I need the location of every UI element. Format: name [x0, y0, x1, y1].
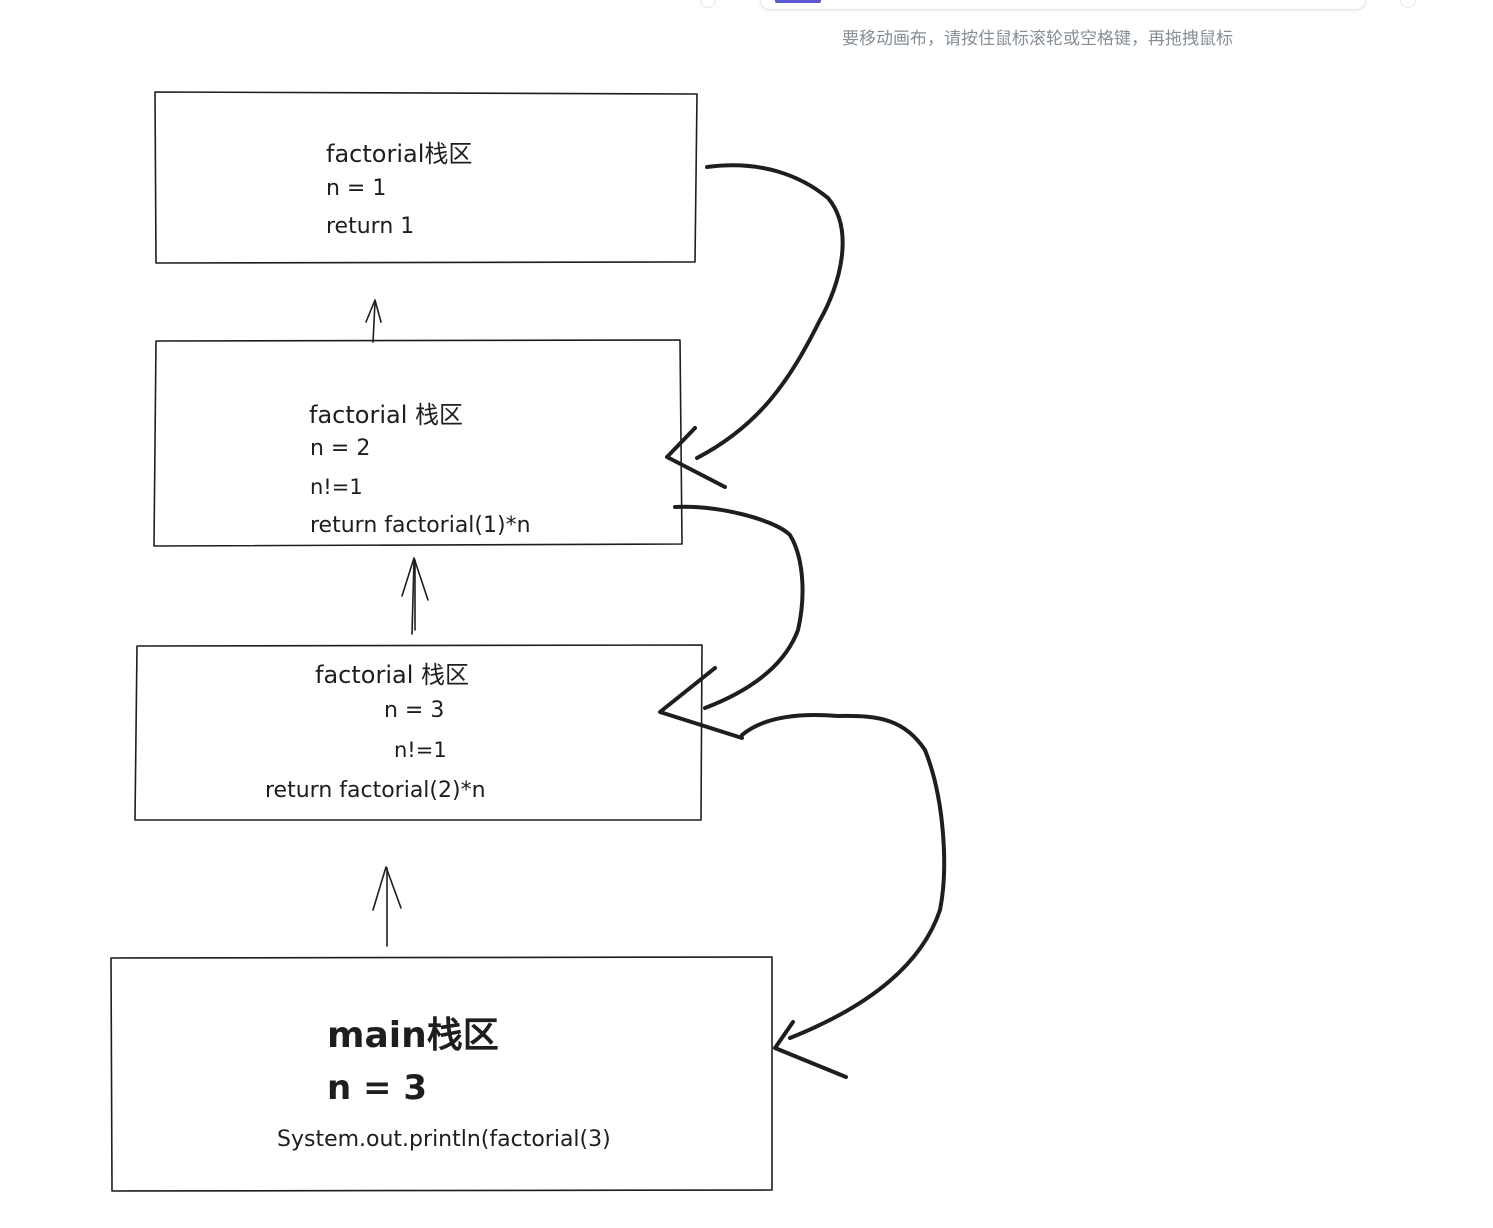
frame-3-line-1: n = 3: [384, 698, 445, 723]
up-arrow-3: [372, 866, 402, 947]
frame-2-title: factorial 栈区: [309, 401, 463, 429]
canvas-hint: 要移动画布，请按住鼠标滚轮或空格键，再拖拽鼠标: [842, 29, 1233, 49]
frame-box-1: [154, 91, 698, 264]
frame-box-2: [153, 339, 683, 547]
frame-2-line-3: return factorial(1)*n: [310, 513, 531, 538]
return-arrow-2: [658, 504, 805, 740]
frame-box-main: [110, 956, 773, 1192]
frame-2-line-1: n = 2: [310, 436, 371, 461]
frame-box-3: [134, 644, 703, 821]
frame-3-line-2: n!=1: [394, 738, 447, 762]
return-arrow-3: [740, 712, 947, 1079]
frame-3-title: factorial 栈区: [315, 661, 469, 689]
frame-1-line-1: n = 1: [326, 176, 387, 201]
frame-2-line-2: n!=1: [310, 475, 363, 499]
main-frame-line-1: n = 3: [327, 1068, 428, 1108]
active-tool-indicator: [775, 0, 821, 3]
main-frame-line-2: System.out.println(factorial(3): [277, 1127, 611, 1152]
frame-1-line-2: return 1: [326, 214, 415, 239]
up-arrow-2: [401, 557, 429, 635]
frame-1-title: factorial栈区: [326, 140, 473, 168]
frame-3-line-3: return factorial(2)*n: [265, 778, 486, 803]
return-arrow-1: [665, 163, 845, 489]
main-frame-title: main栈区: [327, 1015, 499, 1056]
up-arrow-1: [365, 299, 382, 343]
